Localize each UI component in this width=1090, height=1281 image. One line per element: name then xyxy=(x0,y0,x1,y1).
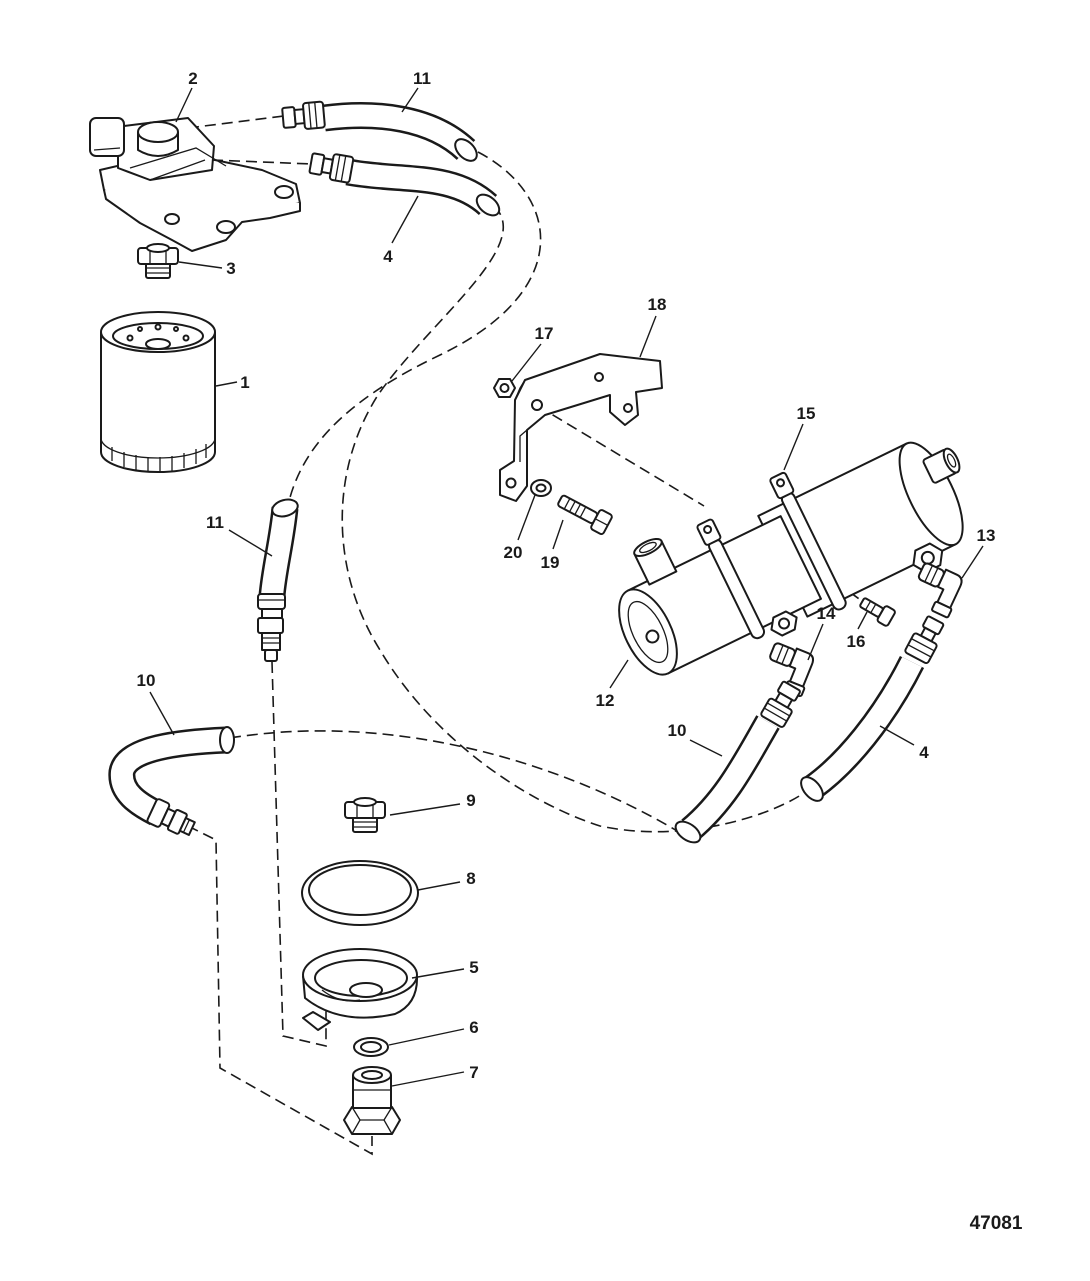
hose-fitting xyxy=(281,100,326,130)
fuel-hose-4-upper xyxy=(308,152,501,217)
leader-line xyxy=(389,803,461,816)
callout-10: 10 xyxy=(668,721,687,740)
fuel-hose-11-lower xyxy=(257,498,299,662)
leader-line xyxy=(228,529,273,557)
callout-13: 13 xyxy=(977,526,996,545)
callout-17: 17 xyxy=(535,324,554,343)
leader-line xyxy=(639,315,657,358)
callout-1: 1 xyxy=(240,373,249,392)
callout-18: 18 xyxy=(648,295,667,314)
callout-4: 4 xyxy=(919,743,929,762)
fuel-hose-4-right xyxy=(800,615,945,802)
leader-line xyxy=(783,423,804,471)
hose-fitting xyxy=(257,593,286,662)
hose-fitting xyxy=(904,615,945,665)
leader-line xyxy=(961,545,984,579)
cooler-inlet-fitting xyxy=(633,537,678,586)
leader-line xyxy=(857,611,868,630)
leader-line xyxy=(807,623,824,661)
fuel-filter-element xyxy=(100,311,216,473)
lock-washer-20 xyxy=(530,479,552,497)
bolt-16 xyxy=(859,597,896,627)
figure-number: 47081 xyxy=(970,1213,1023,1234)
cooler-hex-plug xyxy=(912,542,944,574)
fuel-hose-10-left xyxy=(108,726,235,836)
callout-3: 3 xyxy=(226,259,235,278)
filter-adapter-5 xyxy=(302,948,419,1031)
callout-8: 8 xyxy=(466,869,475,888)
fitting-9 xyxy=(344,797,386,833)
fuel-cooler-12 xyxy=(618,441,964,676)
leader-line xyxy=(609,659,629,689)
fitting-3 xyxy=(137,243,179,279)
leader-line xyxy=(511,343,542,382)
callout-10: 10 xyxy=(137,671,156,690)
callout-14: 14 xyxy=(817,604,836,623)
hose-fitting xyxy=(308,152,355,184)
callout-5: 5 xyxy=(469,958,478,977)
bolt-19 xyxy=(557,494,613,536)
assembly-dashed-lines xyxy=(187,115,867,1156)
leader-lines xyxy=(149,87,984,1087)
leader-line xyxy=(517,494,536,541)
hose-fitting xyxy=(760,680,801,728)
sealing-ring-8 xyxy=(301,860,419,926)
leader-line xyxy=(388,1028,465,1046)
cooler-side-plug xyxy=(770,610,798,637)
nut-17 xyxy=(493,378,516,398)
callout-16: 16 xyxy=(847,632,866,651)
callout-4: 4 xyxy=(383,247,393,266)
fuel-hose-11-upper xyxy=(281,100,478,162)
callout-7: 7 xyxy=(469,1063,478,1082)
leader-line xyxy=(879,725,915,746)
leader-line xyxy=(417,881,461,891)
leader-line xyxy=(411,968,465,979)
callout-19: 19 xyxy=(541,553,560,572)
leader-line xyxy=(178,261,223,269)
filter-head-bracket xyxy=(89,117,301,252)
leader-line xyxy=(215,381,238,387)
sealing-washer-6 xyxy=(353,1037,389,1057)
leader-line xyxy=(391,1071,465,1087)
callout-11: 11 xyxy=(413,69,431,88)
callout-20: 20 xyxy=(504,543,523,562)
adapter-fitting-7 xyxy=(343,1066,401,1135)
leader-line xyxy=(689,739,723,757)
leader-line xyxy=(552,519,564,550)
callout-labels: 2 11 4 3 1 18 17 15 11 20 19 13 16 14 12… xyxy=(137,69,996,1082)
leader-line xyxy=(401,87,419,113)
mounting-bracket-18 xyxy=(499,353,663,502)
elbow-fitting-13 xyxy=(917,562,963,619)
leader-line xyxy=(175,87,193,123)
leader-line xyxy=(149,691,175,736)
cooler-outlet-fitting xyxy=(922,447,961,484)
callout-9: 9 xyxy=(466,791,475,810)
leader-line xyxy=(391,195,419,244)
callout-6: 6 xyxy=(469,1018,478,1037)
hose-fitting xyxy=(146,798,196,836)
mounting-strap-15 xyxy=(696,471,847,640)
callout-11: 11 xyxy=(206,513,224,532)
callout-15: 15 xyxy=(797,404,816,423)
callout-12: 12 xyxy=(596,691,615,710)
callout-2: 2 xyxy=(188,69,197,88)
fuel-hose-10-right xyxy=(674,680,801,844)
